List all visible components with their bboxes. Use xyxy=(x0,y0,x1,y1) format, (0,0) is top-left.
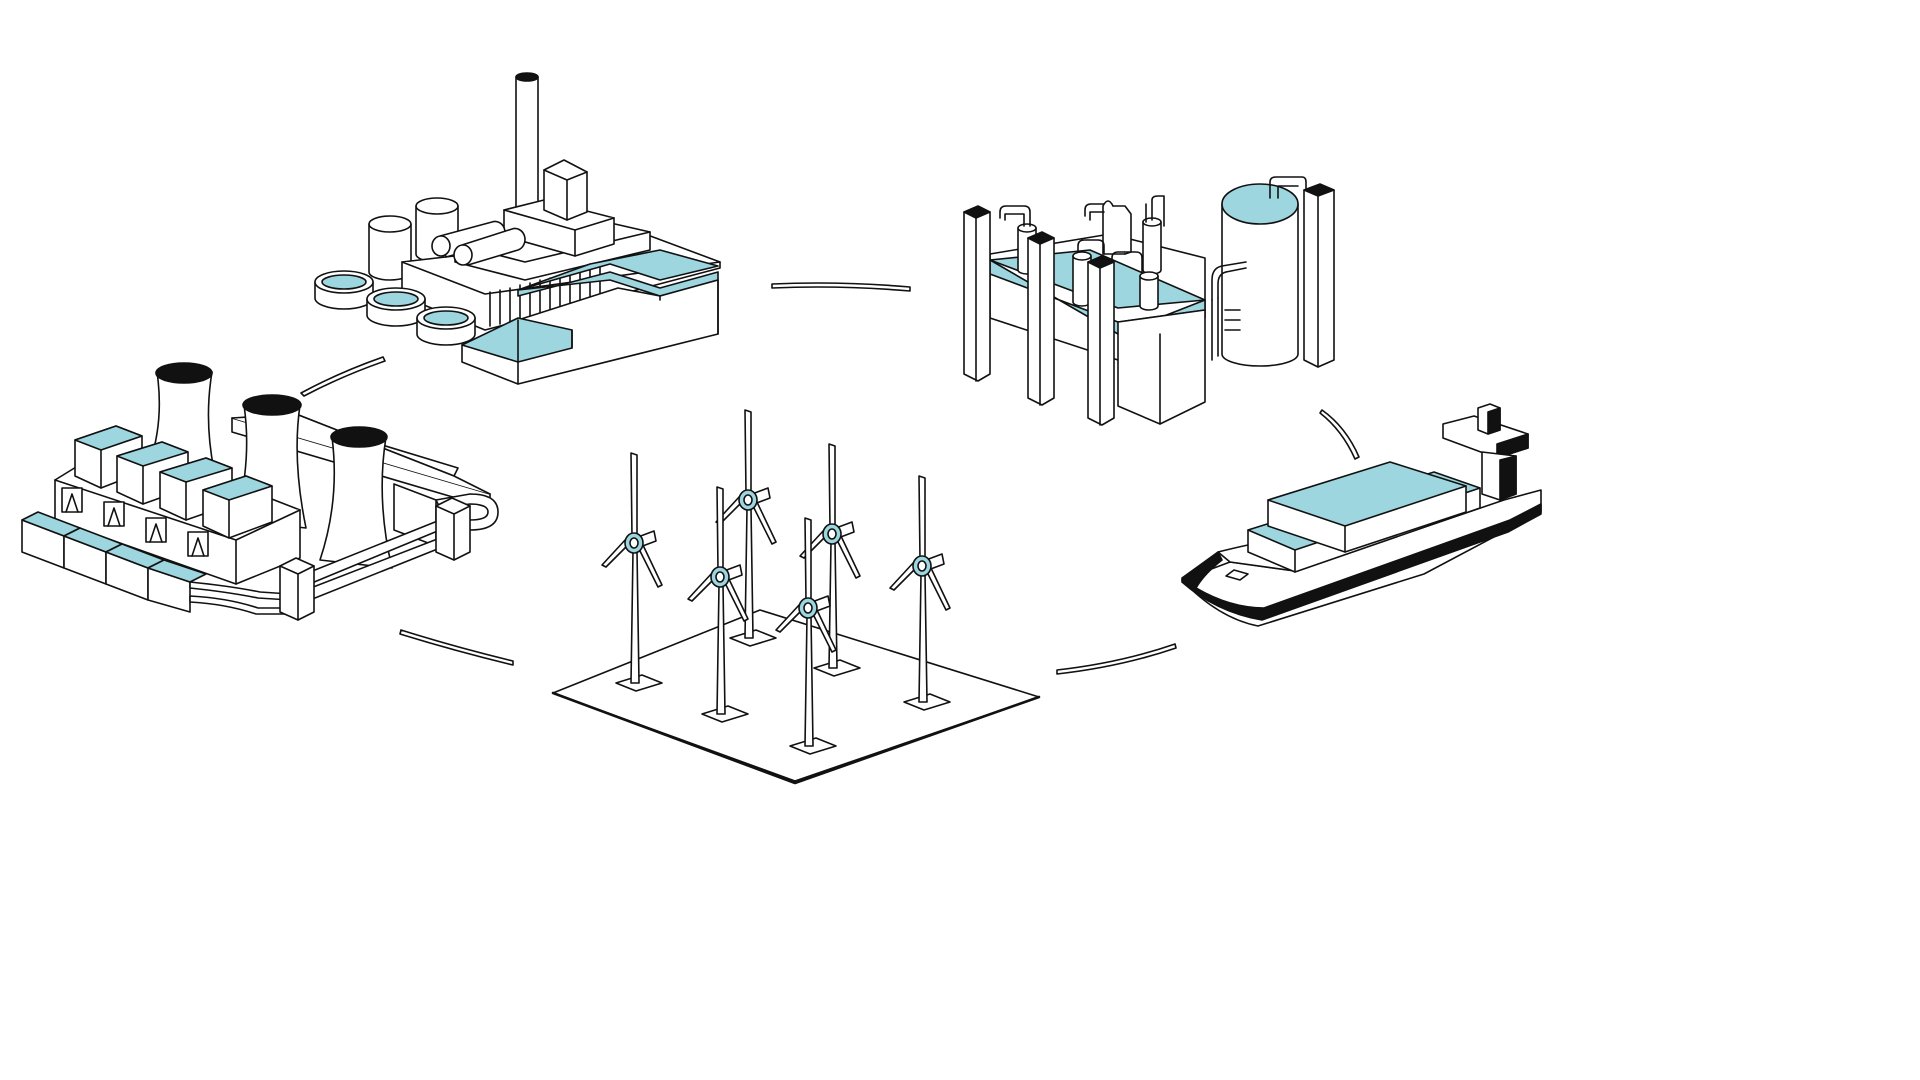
energy-cycle-diagram xyxy=(21,72,1542,785)
settling-pond xyxy=(314,270,374,310)
pipes xyxy=(999,195,1247,361)
pillar xyxy=(963,205,991,382)
settling-pond xyxy=(416,306,476,346)
reactor-column xyxy=(1102,200,1132,255)
wind-farm-platform xyxy=(551,609,1041,785)
refinery-icon xyxy=(963,176,1335,426)
settling-pond xyxy=(366,287,426,327)
connector-factory-to-refinery xyxy=(771,282,911,292)
connector-powerplant-to-factory xyxy=(300,356,386,397)
battery-block xyxy=(147,559,207,613)
pillar xyxy=(1303,183,1335,368)
wind-turbine xyxy=(715,409,777,647)
reactor-column xyxy=(1139,271,1159,311)
pillar xyxy=(1087,255,1115,426)
wind-turbine-icon xyxy=(601,409,951,755)
offshore-wind-farm xyxy=(551,409,1041,785)
cooling-tower-icon xyxy=(21,362,499,621)
connector-refinery-to-ship xyxy=(1319,409,1360,460)
factory-icon xyxy=(314,72,721,385)
cooling-tower xyxy=(319,426,393,569)
connector-ship-to-windfarm xyxy=(1056,643,1177,675)
reactor-column xyxy=(1142,217,1162,275)
battery-block xyxy=(63,527,123,585)
chemical-plant xyxy=(963,176,1335,426)
wind-turbine xyxy=(799,443,861,677)
pillar xyxy=(1027,231,1055,406)
ship-icon xyxy=(1181,403,1542,627)
large-storage-tank xyxy=(1221,183,1299,367)
roof-panel xyxy=(517,271,719,297)
connectors xyxy=(300,282,1360,675)
wind-turbine xyxy=(775,517,837,755)
chimney xyxy=(515,72,539,211)
power-plant xyxy=(21,362,499,621)
wind-turbine xyxy=(687,486,749,723)
diagram-canvas xyxy=(21,72,1542,785)
transformer-block xyxy=(202,475,273,539)
wind-turbine xyxy=(889,475,951,711)
cargo-ship xyxy=(1181,403,1542,627)
wind-turbine xyxy=(601,452,663,692)
pipes xyxy=(431,220,526,266)
connector-windfarm-to-powerplant xyxy=(399,629,514,666)
reactor-column xyxy=(1072,251,1092,307)
industrial-plant xyxy=(314,72,721,385)
